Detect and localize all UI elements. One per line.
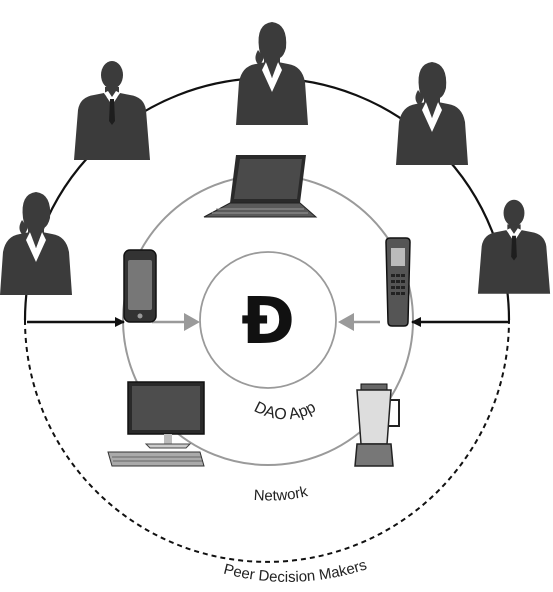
dao-logo: Đ: [241, 285, 295, 359]
woman-icon: [236, 22, 308, 125]
woman-icon: [0, 192, 72, 295]
left-gray-arrow: [152, 313, 200, 331]
desktop-computer-icon: [107, 381, 205, 467]
man-icon: [477, 199, 551, 294]
man-icon: [74, 61, 150, 160]
cordless-phone-icon: [385, 237, 411, 327]
network-label: Network: [253, 483, 309, 504]
right-gray-arrow: [338, 313, 380, 331]
app-ring: [199, 251, 337, 389]
woman-icon: [396, 62, 468, 165]
blender-icon: [354, 383, 400, 467]
laptop-icon: [203, 155, 318, 218]
outer-ring-dashed: [24, 319, 510, 563]
dao-app-label: DAO App: [251, 399, 318, 424]
smartphone-icon: [123, 249, 157, 323]
